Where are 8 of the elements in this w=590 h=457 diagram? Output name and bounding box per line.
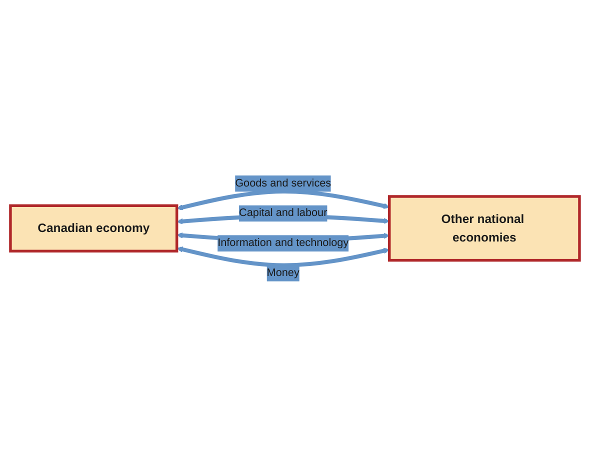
node-box: Other national economies: [388, 195, 581, 262]
node-box: Canadian economy: [9, 204, 178, 253]
arrow: [176, 246, 390, 268]
edge-label: Capital and labour: [239, 207, 328, 219]
edge-label: Money: [266, 267, 300, 279]
edge-label: Information and technology: [218, 237, 349, 249]
arrow: [176, 190, 390, 210]
edge-label: Goods and services: [235, 178, 332, 190]
